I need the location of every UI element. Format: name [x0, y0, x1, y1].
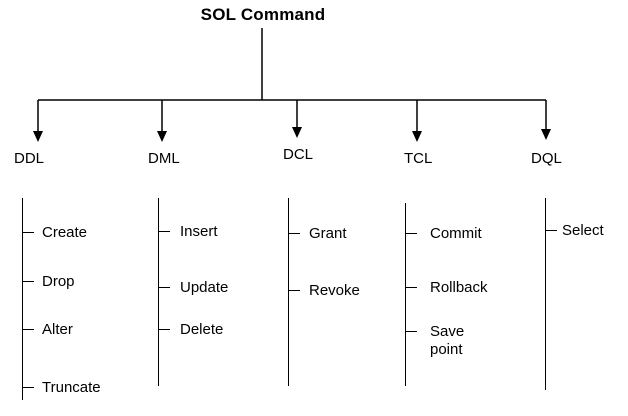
item-grant: Grant — [309, 225, 347, 242]
item-delete: Delete — [180, 321, 224, 338]
tick — [23, 329, 34, 330]
item-update: Update — [180, 279, 229, 296]
diagram-title: SOL Command — [200, 5, 326, 24]
tick — [406, 233, 417, 234]
tree-connector — [33, 28, 551, 142]
item-drop: Drop — [42, 273, 75, 290]
item-save-point: Save point — [430, 323, 465, 358]
item-alter: Alter — [42, 321, 73, 338]
item-revoke: Revoke — [309, 282, 360, 299]
tick — [23, 232, 34, 233]
item-create: Create — [42, 224, 88, 241]
arrow-down-icon — [292, 127, 302, 138]
dql-vline — [545, 198, 546, 390]
category-tcl: TCL — [404, 150, 433, 167]
tcl-vline — [405, 203, 406, 386]
dcl-vline — [288, 198, 289, 386]
arrow-down-icon — [541, 129, 551, 140]
item-insert: Insert — [180, 223, 218, 240]
tick — [289, 290, 300, 291]
item-commit: Commit — [430, 225, 482, 242]
arrow-down-icon — [157, 131, 167, 142]
item-rollback: Rollback — [430, 279, 488, 296]
tick — [23, 281, 34, 282]
tick — [159, 329, 170, 330]
item-truncate: Truncate — [42, 379, 101, 396]
category-dml: DML — [148, 150, 180, 167]
item-select: Select — [562, 222, 604, 239]
tick — [546, 230, 557, 231]
category-dcl: DCL — [283, 146, 314, 163]
tick — [406, 331, 417, 332]
tick — [23, 387, 34, 388]
arrow-down-icon — [412, 131, 422, 142]
category-ddl: DDL — [14, 150, 45, 167]
tick — [406, 287, 417, 288]
dml-vline — [158, 198, 159, 386]
tick — [159, 231, 170, 232]
category-dql: DQL — [531, 150, 562, 167]
ddl-vline — [22, 198, 23, 400]
arrow-down-icon — [33, 131, 43, 142]
tick — [289, 233, 300, 234]
tick — [159, 287, 170, 288]
